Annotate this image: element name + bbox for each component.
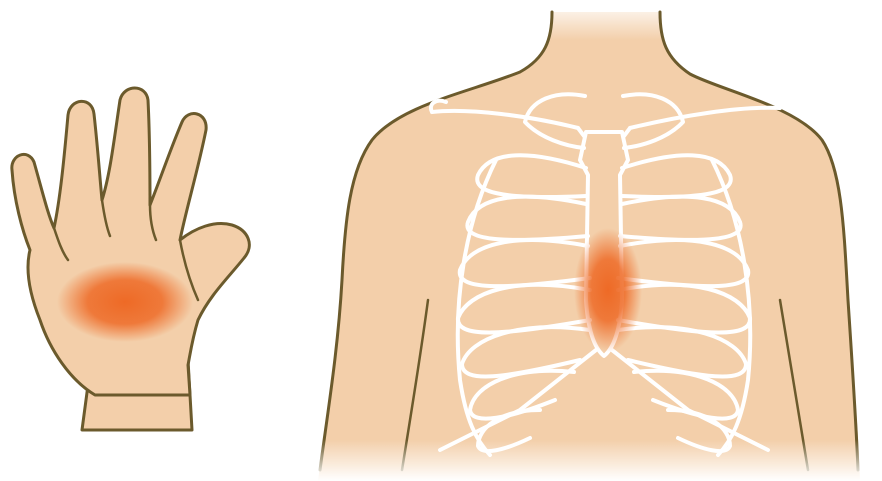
chest-pain-area	[574, 228, 642, 352]
palm-pain-area	[57, 262, 193, 342]
chest-figure	[310, 0, 870, 481]
hand-palm-icon	[12, 88, 249, 395]
bottom-fade	[310, 440, 870, 481]
hand-figure	[12, 88, 249, 430]
neck-fade	[548, 0, 664, 40]
